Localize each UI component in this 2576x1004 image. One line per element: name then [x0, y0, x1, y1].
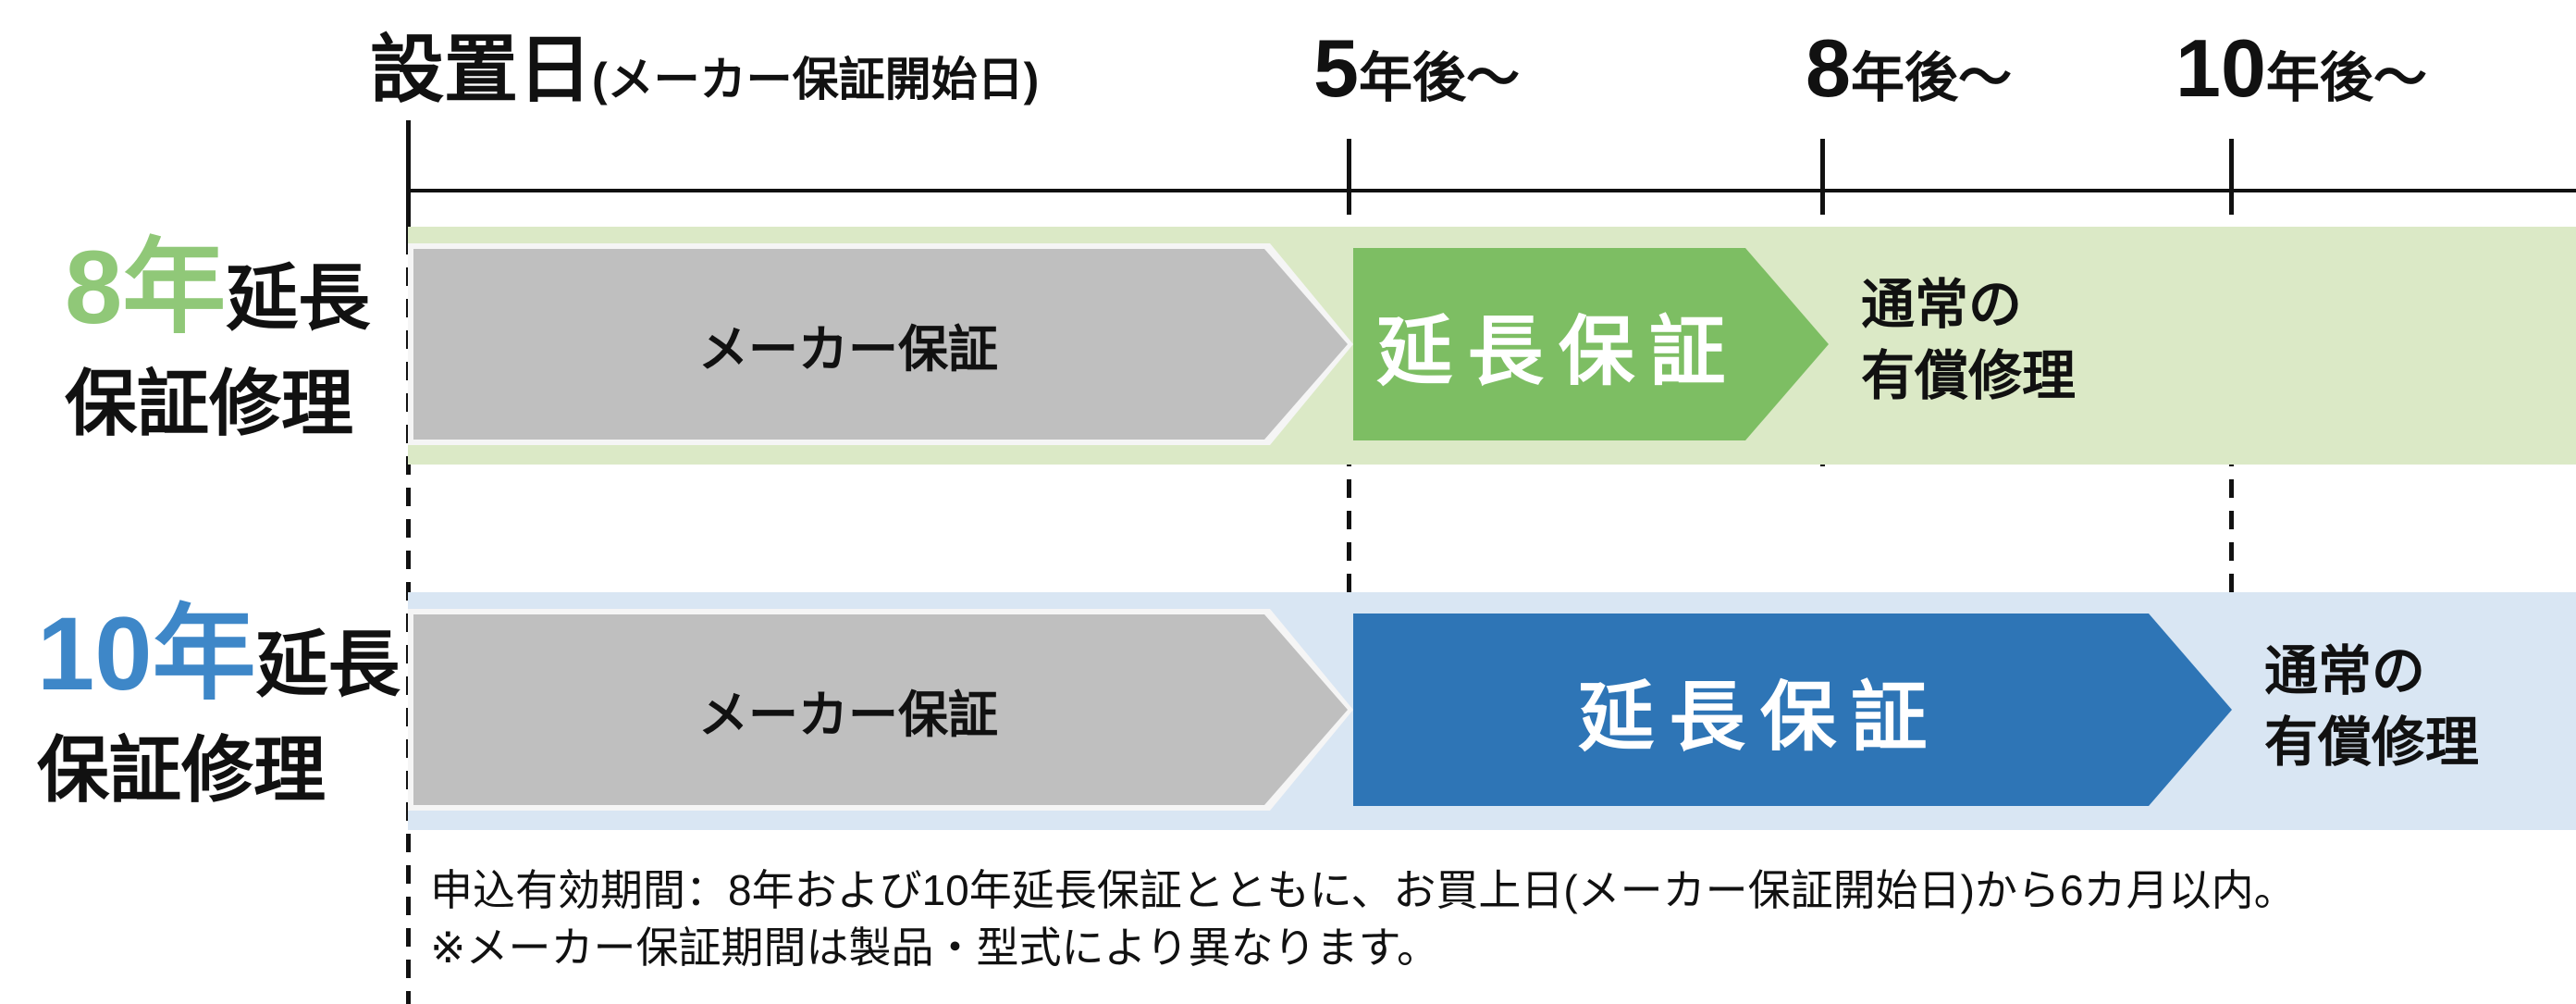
milestone-8-number: 8	[1806, 22, 1851, 114]
start-date-label: 設置日	[370, 29, 592, 111]
milestone-10-years: 10年後〜	[2175, 19, 2427, 129]
row2-extended-warranty-label: 延長保証	[1578, 675, 1942, 760]
timeline-axis-line	[408, 189, 2576, 192]
milestone-5-suffix: 年後〜	[1358, 48, 1520, 108]
milestone-10-suffix: 年後〜	[2265, 48, 2427, 108]
row1-extended-warranty-arrow: 延長保証	[1353, 248, 1829, 440]
row2-maker-warranty-arrow-fill: メーカー保証	[413, 614, 1348, 805]
tick-8-years	[1820, 139, 1825, 196]
dashed-line-10-years	[2229, 196, 2234, 830]
tick-5-years	[1347, 139, 1351, 196]
row1-label-highlight: 8年	[65, 229, 227, 345]
milestone-10-number: 10	[2175, 22, 2266, 114]
timeline-start-label: 設置日(メーカー保証開始日)	[370, 24, 1039, 126]
row1-maker-warranty-label: メーカー保証	[698, 321, 998, 378]
row2-label-line2: 保証修理	[37, 729, 327, 811]
footnotes: 申込有効期間：8年および10年延長保証とともに、お買上日(メーカー保証開始日)か…	[430, 862, 2297, 976]
milestone-8-suffix: 年後〜	[1850, 48, 2012, 108]
row2-label-highlight: 10年	[37, 596, 256, 712]
dashed-line-5-years	[1347, 196, 1351, 830]
milestone-8-years: 8年後〜	[1806, 19, 2012, 129]
tick-start	[406, 120, 411, 236]
footnote-maker-warranty-varies: ※メーカー保証期間は製品・型式により異なります。	[430, 923, 1440, 972]
row2-maker-warranty-label: メーカー保証	[698, 687, 998, 743]
row2-maker-warranty-arrow: メーカー保証	[408, 609, 1353, 811]
row-label-10-year-plan: 10年延長 保証修理	[37, 600, 401, 821]
row1-maker-warranty-arrow-fill: メーカー保証	[413, 249, 1348, 440]
row-label-8-year-plan: 8年延長 保証修理	[65, 233, 370, 454]
start-date-sublabel: (メーカー保証開始日)	[592, 54, 1040, 105]
row1-extended-warranty-label: 延長保証	[1376, 309, 1741, 394]
row2-paid-repair-label: 通常の 有償修理	[2264, 641, 2480, 773]
row1-label-rest: 延長	[226, 257, 371, 339]
row1-maker-warranty-arrow: メーカー保証	[408, 243, 1353, 445]
row2-label-rest: 延長	[255, 624, 401, 705]
row2-extended-warranty-arrow: 延長保証	[1353, 614, 2232, 806]
milestone-5-years: 5年後〜	[1313, 19, 1520, 129]
tick-10-years	[2229, 139, 2234, 196]
footnote-application-period: 申込有効期間：8年および10年延長保証とともに、お買上日(メーカー保証開始日)か…	[430, 866, 2297, 914]
row1-paid-repair-label: 通常の 有償修理	[1861, 275, 2077, 406]
row1-label-line2: 保証修理	[65, 363, 354, 444]
milestone-5-number: 5	[1313, 22, 1359, 114]
